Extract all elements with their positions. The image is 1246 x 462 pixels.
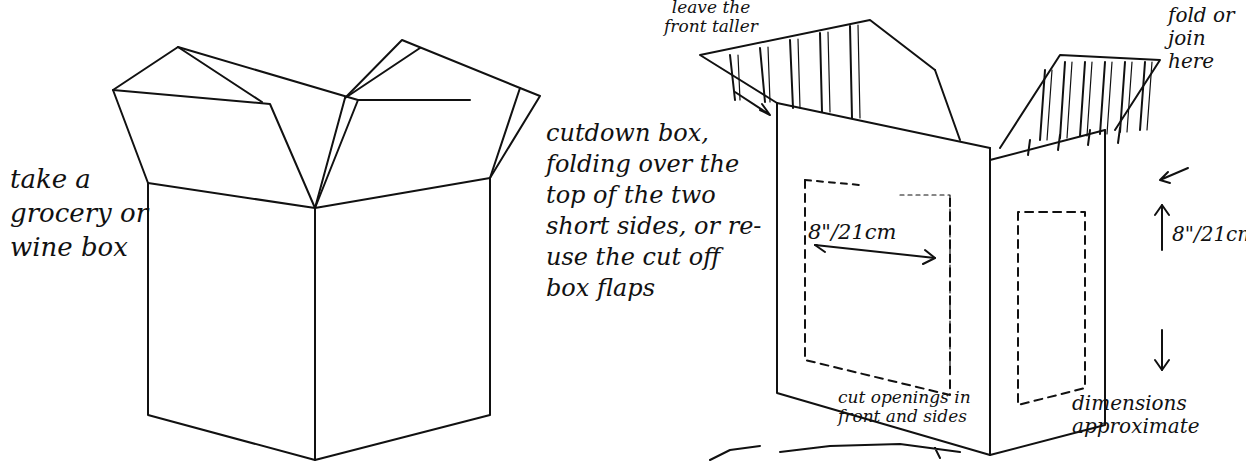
annotation-text: 8"/21cm [808, 220, 897, 244]
annotation-text: dimensions approximate [1072, 392, 1207, 438]
annotation-text: cut openings in front and sides [838, 388, 1013, 426]
grocery-box [113, 40, 540, 460]
annotation-text: take a grocery or wine box [10, 162, 150, 264]
annotation-text: fold or join here [1168, 4, 1244, 73]
annotation-text: leave the front taller [652, 0, 770, 36]
annotation-text: 8"/21cm [1172, 222, 1246, 246]
annotation-text: cutdown box, folding over the top of the… [546, 118, 768, 304]
